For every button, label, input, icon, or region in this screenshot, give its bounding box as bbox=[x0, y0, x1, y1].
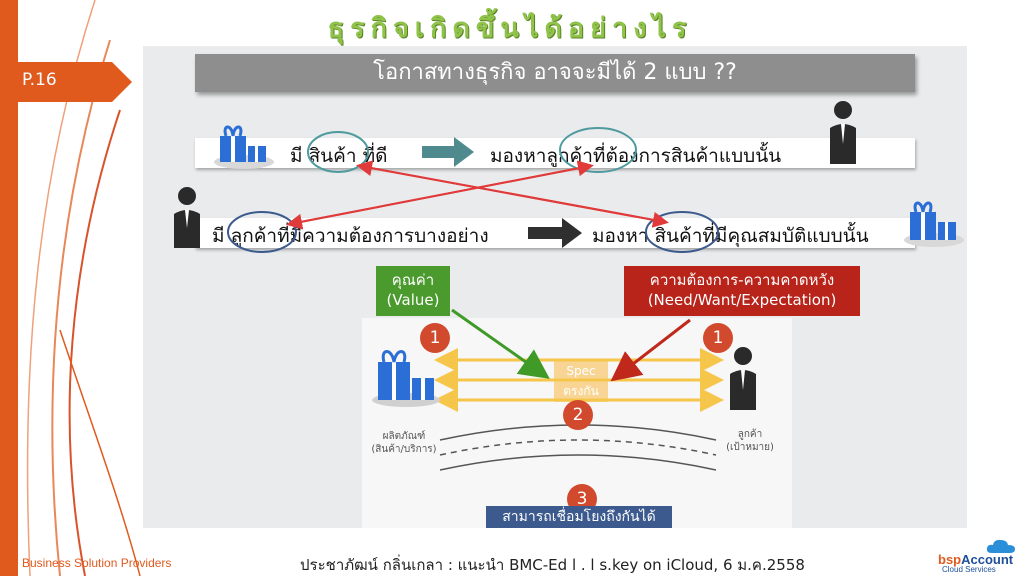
gift-box-icon bbox=[214, 125, 274, 169]
logo-brand-bsp: bsp bbox=[938, 552, 962, 567]
heading-bar: โอกาสทางธุรกิจ อาจจะมีได้ 2 แบบ ?? bbox=[195, 54, 915, 92]
logo-subtitle: Cloud Services bbox=[942, 565, 996, 574]
right-arrow-icon bbox=[422, 137, 474, 167]
gift-box-icon bbox=[904, 201, 964, 247]
logo-brand-account: Account bbox=[961, 552, 1014, 567]
page-tag: P.16 bbox=[0, 62, 132, 102]
step-number-badge: 1 bbox=[703, 323, 733, 353]
row1-bar bbox=[195, 138, 915, 168]
highlight-circle bbox=[227, 211, 297, 253]
person-icon bbox=[730, 347, 756, 410]
person-icon bbox=[830, 101, 856, 164]
need-box-title: ความต้องการ-ความคาดหวัง bbox=[649, 271, 835, 289]
bsp-account-logo: bspAccount Cloud Services bbox=[938, 538, 1022, 574]
highlight-circle bbox=[645, 211, 719, 253]
highlight-circle bbox=[559, 127, 637, 173]
value-box-title: คุณค่า bbox=[391, 271, 435, 289]
person-icon bbox=[174, 187, 200, 248]
footer-credit: ประชาภัฒน์ กลิ่นเกลา : แนะนำ BMC-Ed l . … bbox=[300, 556, 805, 574]
connect-banner: สามารถเชื่อมโยงถึงกันได้ bbox=[486, 506, 672, 528]
need-box: ความต้องการ-ความคาดหวัง (Need/Want/Expec… bbox=[624, 266, 860, 316]
row2-left-text: มี ลูกค้าที่มีความต้องการบางอย่าง bbox=[212, 225, 489, 247]
customer-label-line1: ลูกค้า bbox=[737, 429, 763, 440]
product-label-line1: ผลิตภัณฑ์ bbox=[382, 431, 426, 442]
footer-company: Business Solution Providers bbox=[22, 556, 172, 570]
decorative-swoosh-lines bbox=[0, 0, 141, 576]
gift-box-icon bbox=[372, 350, 440, 407]
customer-label-line2: (เป้าหมาย) bbox=[726, 442, 774, 453]
page-number: P.16 bbox=[22, 70, 57, 90]
step-number-badge: 1 bbox=[420, 323, 450, 353]
slide-title: ธุรกิจเกิดขึ้นได้อย่างไร bbox=[327, 13, 693, 44]
highlight-circle bbox=[307, 131, 369, 173]
product-label-line2: (สินค้า/บริการ) bbox=[371, 444, 437, 455]
need-box-subtitle: (Need/Want/Expectation) bbox=[647, 291, 837, 309]
value-box-subtitle: (Value) bbox=[386, 291, 440, 309]
cloud-icon bbox=[986, 539, 1015, 553]
step-number-badge: 2 bbox=[563, 400, 593, 430]
row2-right-text: มองหา สินค้าที่มีคุณสมบัติแบบนั้น bbox=[592, 225, 869, 247]
value-box: คุณค่า (Value) bbox=[376, 266, 450, 316]
right-arrow-icon bbox=[528, 218, 582, 248]
customer-label: ลูกค้า (เป้าหมาย) bbox=[712, 428, 788, 454]
product-label: ผลิตภัณฑ์ (สินค้า/บริการ) bbox=[366, 430, 442, 456]
